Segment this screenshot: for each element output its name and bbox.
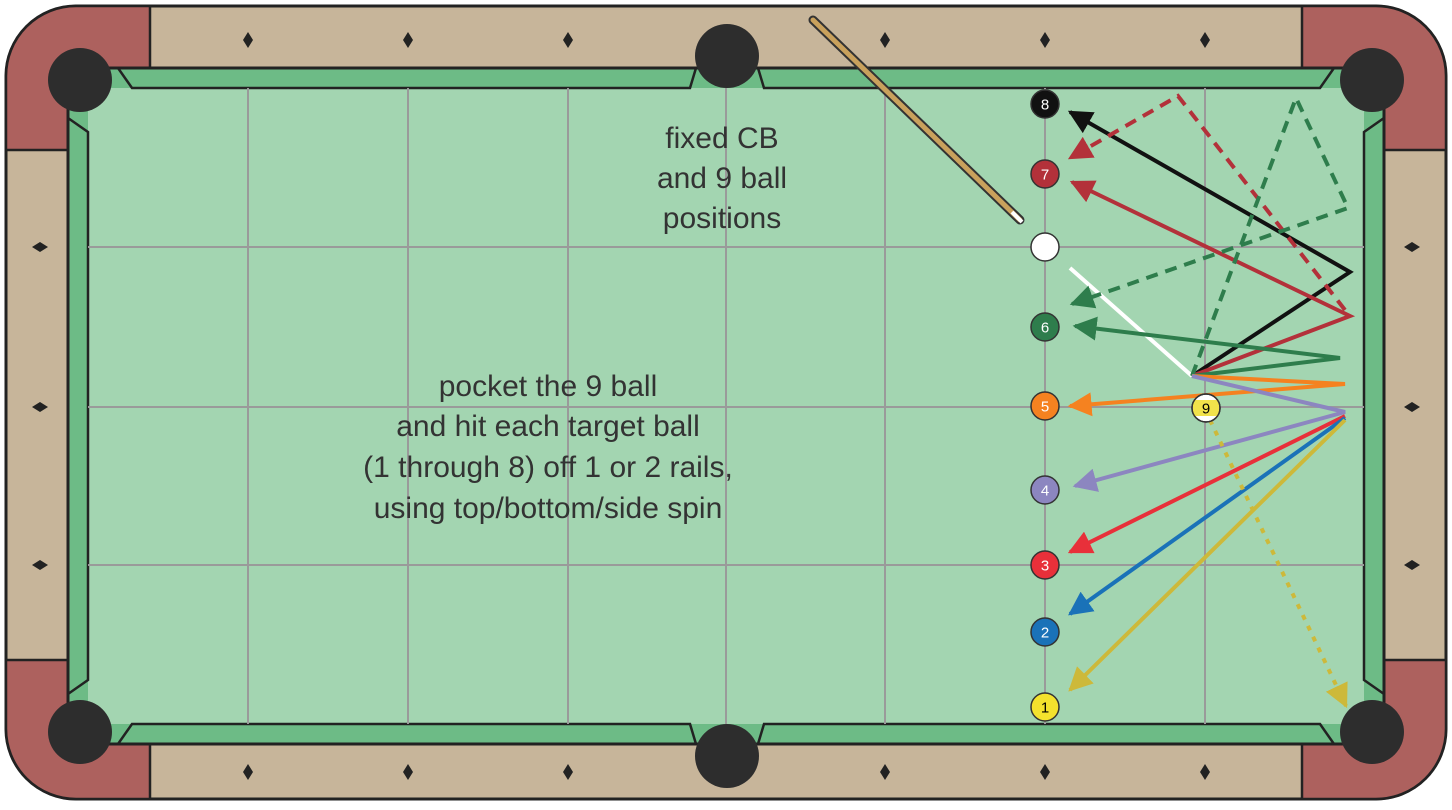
ball-3: 3 — [1031, 551, 1059, 579]
ball-2-number: 2 — [1041, 625, 1049, 642]
note-instructions-line-2: and hit each target ball — [396, 410, 700, 443]
note-instructions-line-4: using top/bottom/side spin — [374, 492, 723, 525]
ball-6: 6 — [1031, 313, 1059, 341]
pocket-bottom-side — [695, 724, 759, 788]
ball-3-number: 3 — [1041, 558, 1049, 575]
ball-7-number: 7 — [1041, 167, 1049, 184]
ball-7: 7 — [1031, 160, 1059, 188]
note-instructions-line-1: pocket the 9 ball — [439, 370, 657, 403]
note-instructions-line-3: (1 through 8) off 1 or 2 rails, — [363, 451, 733, 484]
pocket-bottom-left — [48, 700, 112, 764]
pocket-top-right — [1340, 48, 1404, 112]
pocket-bottom-right — [1340, 700, 1404, 764]
ball-5-number: 5 — [1041, 399, 1049, 416]
pocket-top-left — [48, 48, 112, 112]
ball-9: 9 — [1192, 394, 1220, 422]
pocket-top-side — [695, 24, 759, 88]
ball-1-number: 1 — [1041, 700, 1049, 717]
ball-5: 5 — [1031, 392, 1059, 420]
ball-1: 1 — [1031, 693, 1059, 721]
ball-8-number: 8 — [1041, 97, 1049, 114]
cue-ball — [1031, 233, 1059, 261]
ball-2: 2 — [1031, 618, 1059, 646]
ball-4-number: 4 — [1041, 483, 1049, 500]
note-fixed-line-1: fixed CB — [665, 122, 778, 155]
ball-8: 8 — [1031, 90, 1059, 118]
ball-9-number: 9 — [1202, 401, 1210, 418]
ball-6-number: 6 — [1041, 320, 1049, 337]
ball-4: 4 — [1031, 476, 1059, 504]
note-fixed-line-2: and 9 ball — [657, 162, 787, 195]
note-fixed-line-3: positions — [663, 202, 781, 235]
